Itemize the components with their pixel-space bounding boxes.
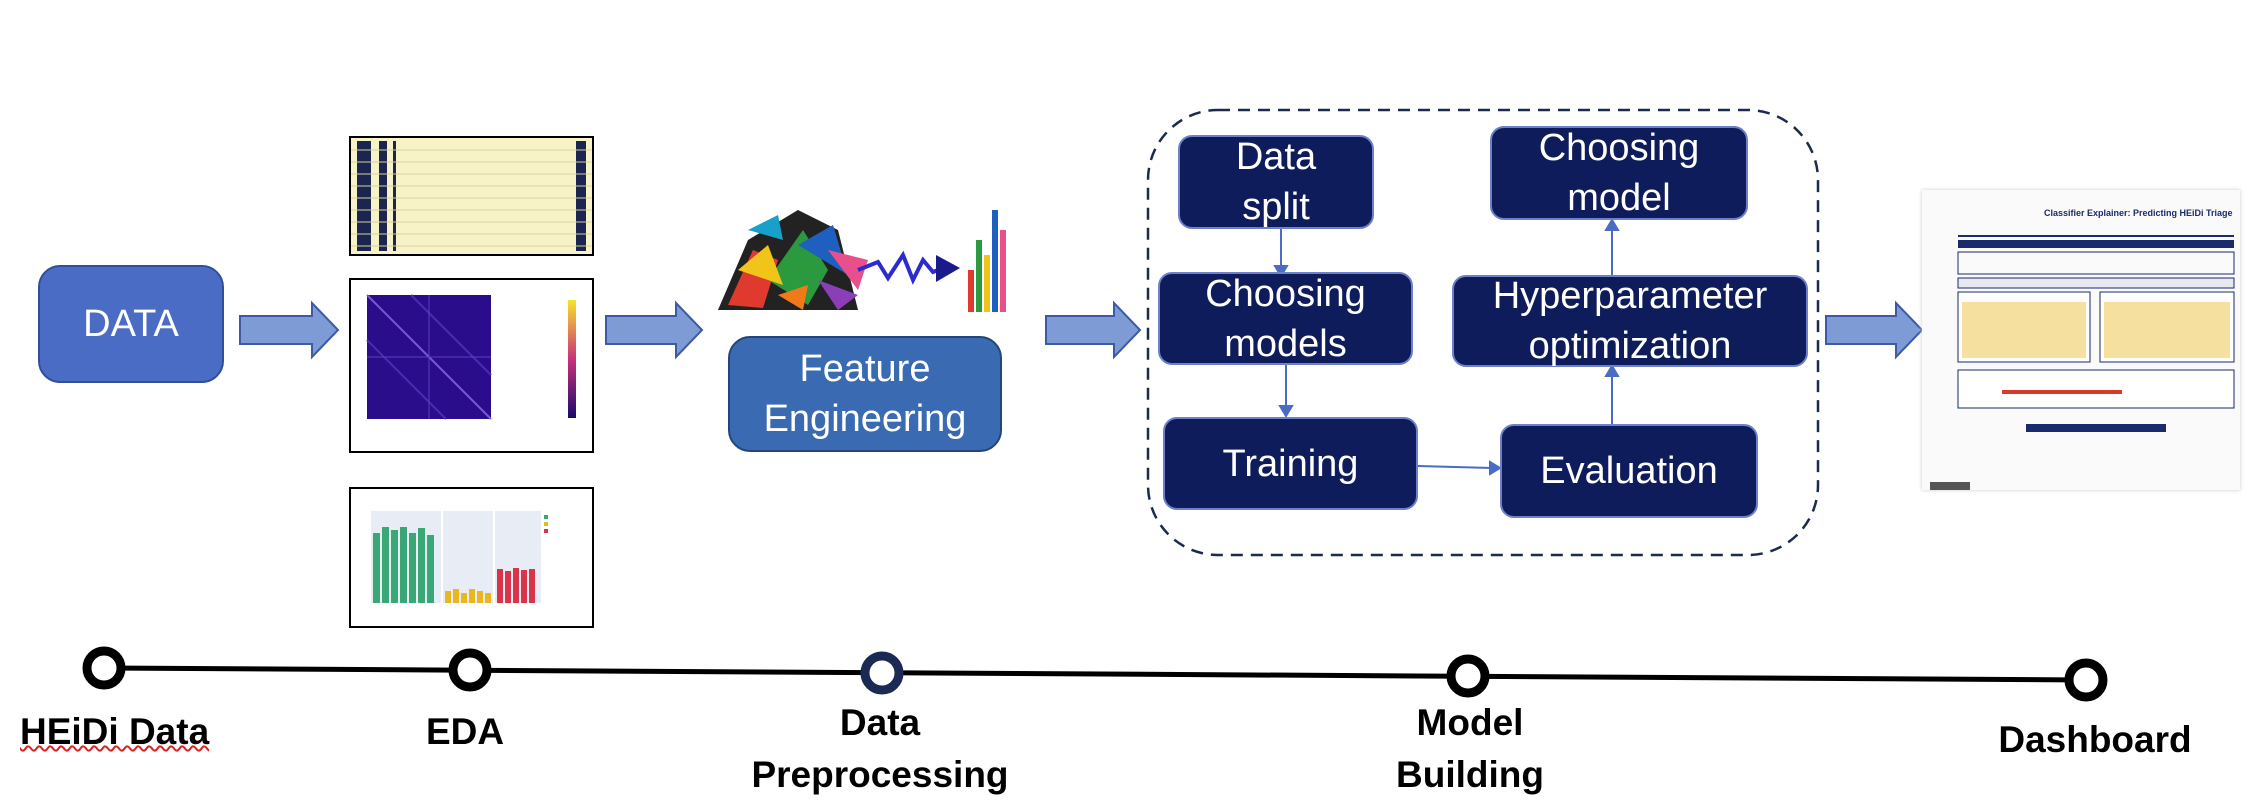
timeline-node-heidi [82, 646, 126, 690]
evaluation-box: Evaluation [1500, 424, 1758, 518]
arrow-model-to-dashboard [1825, 300, 1924, 360]
dashboard-thumbnail: Classifier Explainer: Predicting HEiDi T… [1922, 190, 2240, 490]
correlation-heatmap-image [366, 294, 576, 420]
timeline-label-heidi-data: HEiDi Data [20, 711, 210, 752]
hyperparameter-optimization-box: Hyperparameter optimization [1452, 275, 1808, 367]
data-split-line2: split [1242, 186, 1310, 228]
choosing-model-line1: Choosing [1538, 127, 1700, 169]
feature-engineering-illustration [718, 210, 1006, 312]
timeline-node-preprocessing [860, 651, 904, 695]
timeline-node-model [1446, 654, 1490, 698]
timeline-label-dashboard: Dashboard [1998, 719, 2192, 760]
hyperparameter-line1: Hyperparameter [1492, 275, 1768, 317]
timeline-label-model-building: Model Building [1396, 702, 1544, 795]
data-split-line1: Data [1235, 136, 1317, 178]
arrow-data-to-eda [239, 300, 340, 360]
timeline-label-eda: EDA [425, 711, 505, 752]
table-preview-image [351, 138, 592, 254]
choosing-model-box: Choosing model [1490, 126, 1748, 220]
timeline-node-eda [448, 648, 492, 692]
timeline-label-data-preprocessing: Data Preprocessing [751, 702, 1009, 795]
timeline-node-dashboard [2064, 658, 2108, 702]
training-label: Training [1222, 442, 1359, 485]
bar-chart-image [371, 511, 548, 603]
arrow-eda-to-feature [605, 300, 704, 360]
choosing-models-line2: models [1224, 322, 1347, 365]
choosing-model-line2: model [1567, 177, 1671, 219]
timeline-nodes [82, 646, 2108, 702]
timeline-line [103, 665, 2087, 683]
feature-engineering-box: Feature Engineering [728, 336, 1002, 452]
eda-barchart-thumbnail [349, 487, 594, 628]
data-box: DATA [38, 265, 224, 383]
eda-heatmap-thumbnail [349, 278, 594, 453]
arrow-feature-to-model [1045, 300, 1142, 360]
data-box-label: DATA [83, 302, 179, 345]
data-split-box: Data split [1178, 135, 1374, 229]
eda-table-thumbnail [349, 136, 594, 256]
training-box: Training [1163, 417, 1418, 510]
dashboard-preview-image [1930, 235, 2235, 490]
choosing-models-line1: Choosing [1205, 272, 1366, 315]
feature-engineering-line2: Engineering [763, 398, 967, 440]
choosing-models-box: Choosing models [1158, 272, 1413, 365]
model-building-container [1146, 108, 1820, 557]
dashboard-title: Classifier Explainer: Predicting HEiDi T… [2044, 208, 2233, 218]
hyperparameter-line2: optimization [1528, 325, 1732, 367]
evaluation-label: Evaluation [1540, 450, 1718, 492]
feature-engineering-line1: Feature [799, 348, 931, 390]
